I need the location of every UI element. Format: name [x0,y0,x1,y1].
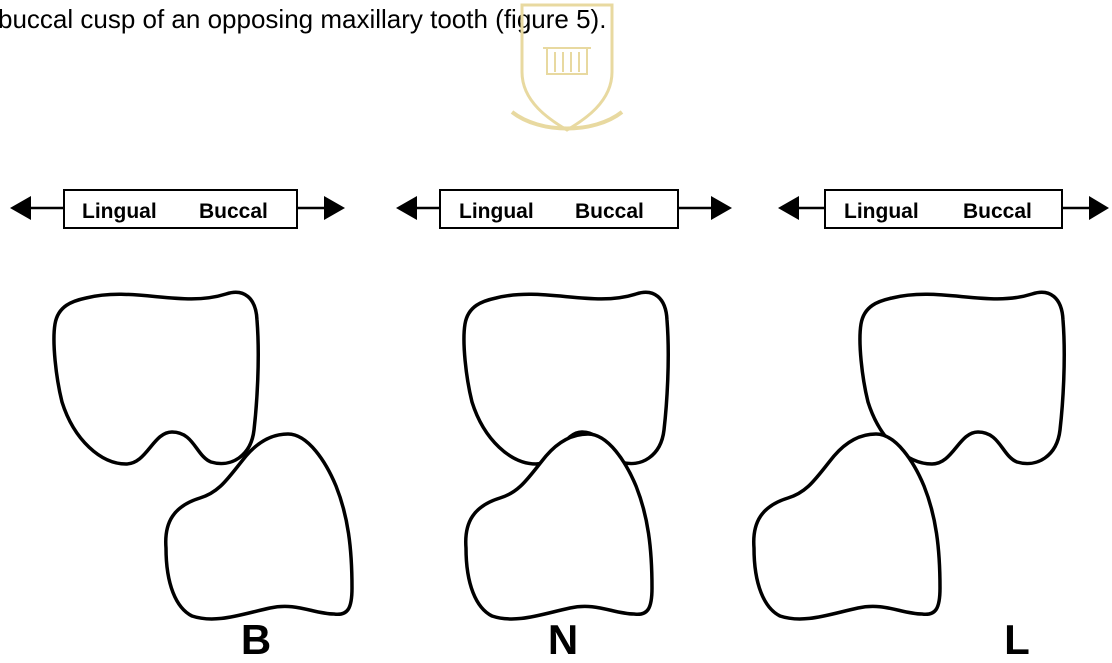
arrow-left-icon [10,196,31,220]
lingual-label: Lingual [459,200,534,223]
mandibular-tooth-outline [754,434,940,619]
panel-b: Lingual Buccal B [10,190,352,663]
university-crest-watermark [512,5,622,130]
panel-n: Lingual Buccal N [396,190,732,663]
panel-l: Lingual Buccal L [754,190,1109,663]
maxillary-tooth-outline [54,292,258,464]
buccal-label: Buccal [963,200,1032,223]
direction-axis: Lingual Buccal [778,190,1109,228]
mandibular-tooth-outline [166,434,352,619]
buccal-label: Buccal [199,200,268,223]
arrow-left-icon [778,196,799,220]
panel-caption: L [1004,616,1030,663]
arrow-left-icon [396,196,417,220]
lingual-label: Lingual [82,200,157,223]
panel-caption: N [548,616,578,663]
arrow-right-icon [1089,196,1109,220]
panel-caption: B [241,616,271,663]
direction-axis: Lingual Buccal [396,190,732,228]
buccal-label: Buccal [575,200,644,223]
mandibular-tooth-outline [466,434,652,619]
arrow-right-icon [711,196,732,220]
arrow-right-icon [324,196,345,220]
lingual-label: Lingual [844,200,919,223]
direction-axis: Lingual Buccal [10,190,345,228]
